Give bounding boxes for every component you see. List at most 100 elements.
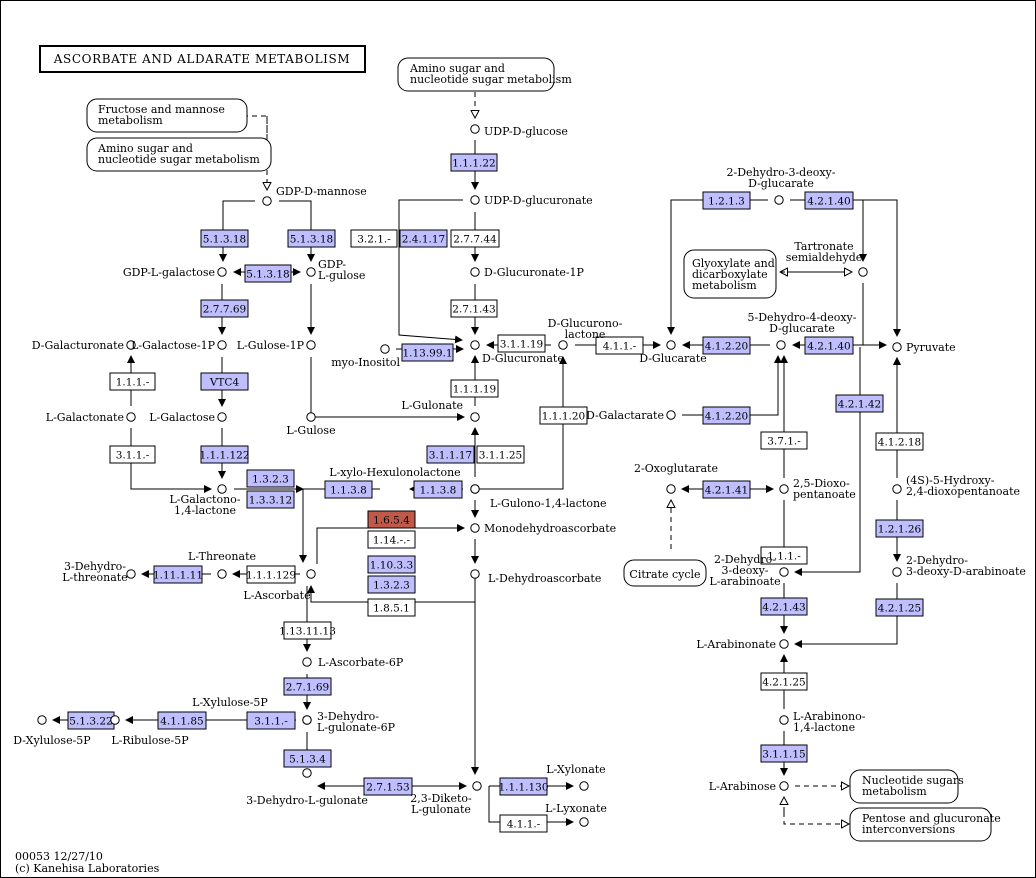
- compound-node[interactable]: D-Glucuronate: [470, 340, 564, 365]
- enzyme-box[interactable]: 4.2.1.25: [875, 598, 924, 617]
- compound-node[interactable]: L-Galactonate: [46, 411, 136, 424]
- enzyme-box[interactable]: 1.13.11.13: [279, 621, 336, 640]
- compound-node[interactable]: L-Threonate: [188, 550, 256, 579]
- enzyme-box[interactable]: 1.1.1.19: [450, 379, 499, 398]
- compound-node[interactable]: myo-Inositol: [331, 344, 400, 369]
- enzyme-box[interactable]: 4.1.2.18: [875, 432, 924, 451]
- enzyme-box[interactable]: 1.10.3.3: [367, 555, 416, 574]
- enzyme-box[interactable]: 4.2.1.40: [804, 336, 854, 355]
- enzyme-box[interactable]: 5.1.3.4: [283, 749, 332, 768]
- compound-node[interactable]: Pyruvate: [892, 341, 956, 354]
- enzyme-box[interactable]: 1.1.1.129: [246, 565, 296, 584]
- compound-node[interactable]: GDP-L-galactose: [123, 266, 227, 279]
- compound-node[interactable]: D-Glucuronate-1P: [470, 266, 585, 279]
- enzyme-box[interactable]: 4.1.1.-: [499, 814, 548, 833]
- compound-node[interactable]: 2,3-Diketo-L-gulonate: [410, 781, 482, 816]
- enzyme-box[interactable]: 4.2.1.41: [702, 480, 751, 499]
- compound-node[interactable]: L-Arabinose: [709, 780, 789, 793]
- compound-node[interactable]: L-Lyxonate: [545, 802, 607, 827]
- enzyme-box[interactable]: 1.2.1.3: [702, 191, 751, 210]
- compound-node[interactable]: L-Ascorbate-6P: [302, 656, 404, 669]
- enzyme-box[interactable]: 3.1.1.-: [246, 711, 296, 730]
- compound-node[interactable]: L-Arabinono-1,4-lactone: [779, 710, 866, 734]
- enzyme-box[interactable]: 1.1.1.20: [539, 406, 588, 425]
- enzyme-box[interactable]: 2.7.1.43: [450, 299, 498, 318]
- compound-node[interactable]: 3-Dehydro-L-threonate: [62, 560, 136, 584]
- compound-node[interactable]: L-Galactose: [149, 411, 227, 424]
- compound-node[interactable]: L-Arabinonate: [696, 638, 789, 651]
- enzyme-box[interactable]: 1.3.2.3: [246, 469, 295, 488]
- compound-node[interactable]: L-Gulose: [286, 412, 336, 437]
- compound-node[interactable]: GDP-L-gulose: [306, 258, 366, 282]
- enzyme-box[interactable]: VTC4: [200, 372, 249, 391]
- enzyme-box[interactable]: 1.13.99.1: [401, 343, 454, 362]
- enzyme-box[interactable]: 3.2.1.-: [350, 229, 398, 248]
- enzyme-box[interactable]: 5.1.3.18: [287, 229, 336, 248]
- compound-node[interactable]: L-Ascorbate: [243, 569, 316, 602]
- enzyme-box[interactable]: 4.2.1.42: [835, 394, 884, 413]
- compound-node[interactable]: L-Gulono-1,4-lactone: [470, 484, 607, 510]
- compound-node[interactable]: 3-Dehydro-L-gulonate: [246, 768, 368, 807]
- enzyme-box[interactable]: 1.6.5.4: [367, 510, 416, 529]
- compound-node[interactable]: 5-Dehydro-4-deoxy-D-glucarate: [747, 311, 857, 350]
- compound-node[interactable]: GDP-D-mannose: [262, 185, 367, 206]
- enzyme-box[interactable]: 2.7.1.69: [283, 677, 332, 696]
- enzyme-box[interactable]: 3.1.1.25: [476, 445, 525, 464]
- compound-node[interactable]: L-Dehydroascorbate: [470, 569, 602, 585]
- enzyme-box[interactable]: 3.7.1.-: [760, 431, 808, 450]
- enzyme-box[interactable]: 4.2.1.25: [760, 672, 808, 691]
- enzyme-box[interactable]: 3.1.1.-: [109, 445, 156, 464]
- enzyme-box[interactable]: 1.1.3.8: [324, 480, 373, 499]
- compound-node[interactable]: D-Galacturonate: [32, 339, 136, 352]
- compound-node[interactable]: 2-Dehydro-3-deoxy-D-arabinoate: [892, 554, 1026, 578]
- compound-node[interactable]: 2-Oxoglutarate: [634, 462, 718, 494]
- enzyme-box[interactable]: 1.1.1.-: [760, 546, 808, 565]
- compound-node[interactable]: D-Xylulose-5P: [13, 715, 91, 747]
- compound-node[interactable]: UDP-D-glucose: [470, 124, 568, 138]
- enzyme-box[interactable]: 1.1.1.22: [450, 153, 498, 172]
- enzyme-box[interactable]: 4.1.2.20: [702, 406, 751, 425]
- enzyme-box[interactable]: 3.1.1.17: [426, 445, 475, 464]
- compound-node[interactable]: L-Ribulose-5P: [110, 715, 189, 747]
- enzyme-box[interactable]: 1.2.1.26: [875, 519, 924, 538]
- enzyme-box[interactable]: 2.7.7.44: [450, 229, 500, 248]
- enzyme-box[interactable]: 1.3.2.3: [367, 575, 416, 594]
- enzyme-box[interactable]: 4.1.1.-: [595, 336, 644, 355]
- enzyme-box[interactable]: 4.2.1.40: [804, 191, 854, 210]
- enzyme-box[interactable]: 4.1.1.85: [157, 711, 207, 730]
- pathway-link[interactable]: Citrate cycle: [623, 559, 707, 587]
- compound-node[interactable]: D-Galactarate: [586, 409, 676, 422]
- compound-node[interactable]: 2,5-Dioxo-pentanoate: [779, 477, 856, 501]
- enzyme-box[interactable]: 4.2.1.43: [760, 597, 808, 616]
- enzyme-box[interactable]: 3.1.1.15: [760, 744, 808, 763]
- compound-node[interactable]: UDP-D-glucuronate: [470, 194, 593, 207]
- compound-node[interactable]: 3-Dehydro-L-gulonate-6P: [302, 710, 396, 734]
- enzyme-box[interactable]: 1.1.3.8: [413, 480, 463, 499]
- enzyme-box[interactable]: 1.1.1.-: [109, 372, 156, 391]
- enzyme-box[interactable]: 2.7.7.69: [200, 299, 249, 318]
- compound-node[interactable]: 2-Dehydro-3-deoxy-L-arabinoate: [709, 553, 789, 588]
- enzyme-box[interactable]: 5.1.3.18: [244, 264, 292, 283]
- enzyme-box[interactable]: 3.1.1.19: [497, 334, 546, 353]
- enzyme-box[interactable]: 1.14.-.-: [367, 530, 416, 549]
- compound-node[interactable]: L-Gulonate: [401, 399, 480, 422]
- enzyme-box[interactable]: 5.1.3.18: [200, 229, 249, 248]
- compound-node[interactable]: 2-Dehydro-3-deoxy-D-glucarate: [726, 166, 836, 205]
- compound-node[interactable]: D-Glucurono-lactone: [548, 317, 623, 350]
- enzyme-box[interactable]: 1.8.5.1: [367, 598, 416, 617]
- compound-node[interactable]: (4S)-5-Hydroxy-2,4-dioxopentanoate: [892, 474, 1020, 498]
- enzyme-box[interactable]: 2.7.1.53: [363, 777, 413, 796]
- compound-node[interactable]: L-Galactono-1,4-lactone: [169, 484, 241, 517]
- compound-node[interactable]: L-Xylonate: [546, 763, 606, 791]
- enzyme-box[interactable]: 1.11.1.11: [153, 565, 203, 584]
- enzyme-box[interactable]: 1.3.3.12: [246, 490, 295, 509]
- enzyme-box[interactable]: 1.1.1.122: [199, 445, 250, 464]
- enzyme-box[interactable]: 5.1.3.22: [67, 711, 115, 730]
- enzyme-box[interactable]: 1.1.1.130: [498, 777, 549, 796]
